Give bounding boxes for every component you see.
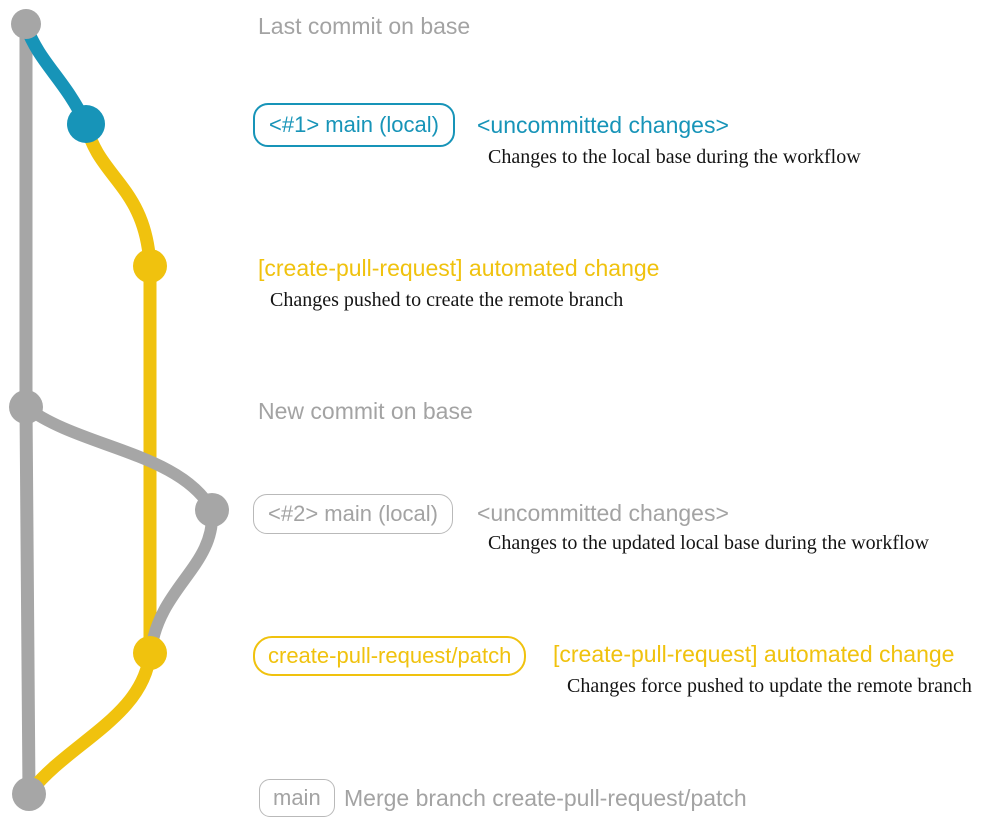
commit-node-uncommitted-2 xyxy=(195,493,229,527)
heading-uncommitted-changes-2: <uncommitted changes> xyxy=(477,500,729,526)
updated-base-branch-out-curve xyxy=(20,401,218,516)
label-last-commit-on-base: Last commit on base xyxy=(258,13,471,39)
description-force-pushed-update-remote: Changes force pushed to update the remot… xyxy=(567,675,972,697)
commit-node-new-base xyxy=(9,390,43,424)
label-merge-branch: Merge branch create-pull-request/patch xyxy=(344,785,747,811)
branch-badge-main: main xyxy=(259,779,335,817)
heading-automated-change-1: [create-pull-request] automated change xyxy=(258,255,660,281)
heading-automated-change-2: [create-pull-request] automated change xyxy=(553,641,955,667)
commit-node-automated-change-1 xyxy=(133,249,167,283)
description-updated-local-base-changes: Changes to the updated local base during… xyxy=(488,532,929,554)
commit-node-last-base xyxy=(11,9,41,39)
label-new-commit-on-base: New commit on base xyxy=(258,398,473,424)
branch-badge-main-local-2: <#2> main (local) xyxy=(253,494,453,534)
updated-base-branch-in-curve xyxy=(145,504,219,656)
heading-uncommitted-changes-1: <uncommitted changes> xyxy=(477,112,729,138)
branch-badge-main-local-1: <#1> main (local) xyxy=(253,103,455,147)
branch-badge-create-pull-request-patch: create-pull-request/patch xyxy=(253,636,527,676)
commit-node-automated-change-2 xyxy=(133,636,167,670)
description-local-base-changes: Changes to the local base during the wor… xyxy=(488,146,861,168)
commit-node-merge xyxy=(12,777,46,811)
commit-node-uncommitted-1 xyxy=(67,105,105,143)
description-pushed-create-remote: Changes pushed to create the remote bran… xyxy=(270,289,624,311)
